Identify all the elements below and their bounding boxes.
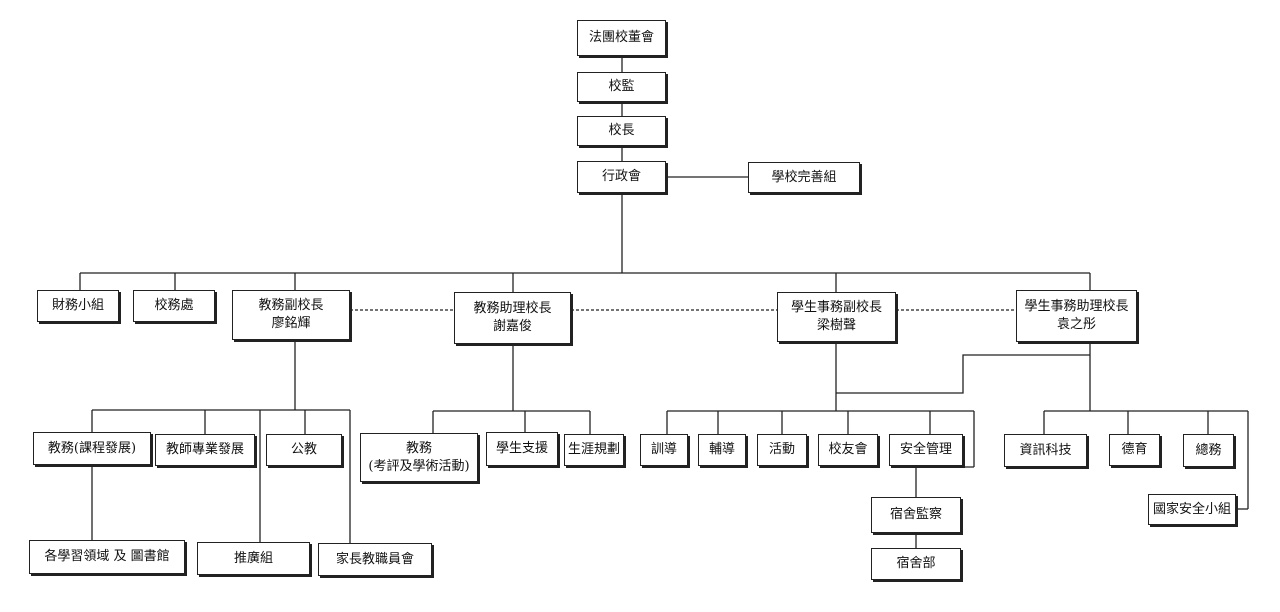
academic-vp-name: 廖銘輝 (271, 316, 311, 331)
discipline-box: 訓導 (640, 434, 688, 466)
klas-library-box: 各學習領域 及 圖書館 (29, 540, 185, 574)
pta-box: 家長教職員會 (318, 543, 432, 576)
klas-library-label: 各學習領域 及 圖書館 (44, 549, 170, 564)
hostel-supervisor-label: 宿舍監察 (889, 507, 942, 522)
general-affairs-label: 總務 (1195, 442, 1222, 458)
civic-ed-box: 公教 (266, 434, 342, 466)
national-security-box: 國家安全小組 (1148, 494, 1236, 525)
hostel-box: 宿舍部 (871, 548, 961, 580)
academic-vp-title: 教務副校長 (258, 298, 324, 313)
hostel-supervisor-box: 宿舍監察 (871, 497, 961, 533)
teacher-dev-label: 教師專業發展 (165, 442, 244, 457)
alumni-label: 校友會 (828, 442, 868, 457)
student-ap-title: 學生事務助理校長 (1024, 299, 1129, 314)
board-box: 法團校董會 (577, 20, 666, 56)
curriculum-label: 教務(課程發展) (47, 440, 137, 456)
assessment-title: 教務 (405, 440, 432, 456)
principal-label: 校長 (608, 123, 635, 138)
pta-label: 家長教職員會 (335, 551, 414, 567)
activities-box: 活動 (757, 434, 807, 466)
alumni-box: 校友會 (818, 434, 878, 466)
promotion-box: 推廣組 (197, 542, 310, 575)
finance-group-box: 財務小組 (37, 290, 119, 322)
academic-ap-title: 教務助理校長 (473, 301, 552, 316)
activities-label: 活動 (768, 442, 795, 457)
school-affairs-box: 校務處 (133, 290, 215, 322)
student-vp-box: 學生事務副校長 梁樹聲 (777, 292, 896, 342)
student-vp-name: 梁樹聲 (816, 318, 856, 333)
general-affairs-box: 總務 (1183, 434, 1234, 467)
counselling-label: 輔導 (708, 442, 735, 457)
student-support-label: 學生支援 (495, 441, 548, 456)
moral-box: 德育 (1109, 434, 1160, 466)
civic-ed-label: 公教 (290, 442, 317, 457)
admin-council-box: 行政會 (577, 161, 666, 193)
school-affairs-label: 校務處 (154, 298, 194, 313)
academic-vp-box: 教務副校長 廖銘輝 (232, 290, 350, 340)
student-ap-box: 學生事務助理校長 袁之彤 (1016, 290, 1137, 342)
hostel-label: 宿舍部 (896, 556, 936, 571)
promotion-label: 推廣組 (233, 550, 273, 566)
finance-group-label: 財務小組 (51, 298, 104, 313)
safety-label: 安全管理 (899, 442, 952, 457)
it-box: 資訊科技 (1004, 434, 1087, 467)
supervisor-box: 校監 (577, 72, 666, 102)
career-label: 生涯規劃 (567, 442, 620, 457)
career-box: 生涯規劃 (564, 434, 624, 466)
supervisor-label: 校監 (608, 79, 635, 94)
board-label: 法團校董會 (588, 30, 654, 45)
safety-box: 安全管理 (889, 434, 963, 466)
school-improvement-box: 學校完善組 (748, 162, 860, 193)
counselling-box: 輔導 (698, 434, 746, 466)
academic-ap-name: 謝嘉俊 (492, 319, 532, 334)
discipline-label: 訓導 (650, 442, 677, 457)
student-ap-name: 袁之彤 (1056, 317, 1096, 332)
principal-box: 校長 (577, 116, 666, 146)
admin-council-label: 行政會 (601, 169, 641, 184)
student-vp-title: 學生事務副校長 (790, 300, 882, 315)
assessment-sub: (考評及學術活動) (368, 458, 470, 474)
it-label: 資訊科技 (1019, 442, 1072, 458)
curriculum-box: 教務(課程發展) (33, 432, 151, 465)
academic-ap-box: 教務助理校長 謝嘉俊 (454, 292, 571, 344)
student-support-box: 學生支援 (486, 432, 558, 466)
school-improvement-label: 學校完善組 (771, 169, 837, 185)
teacher-dev-box: 教師專業發展 (155, 434, 255, 466)
assessment-box: 教務 (考評及學術活動) (360, 433, 478, 482)
national-security-label: 國家安全小組 (1152, 501, 1231, 517)
moral-label: 德育 (1121, 442, 1148, 457)
